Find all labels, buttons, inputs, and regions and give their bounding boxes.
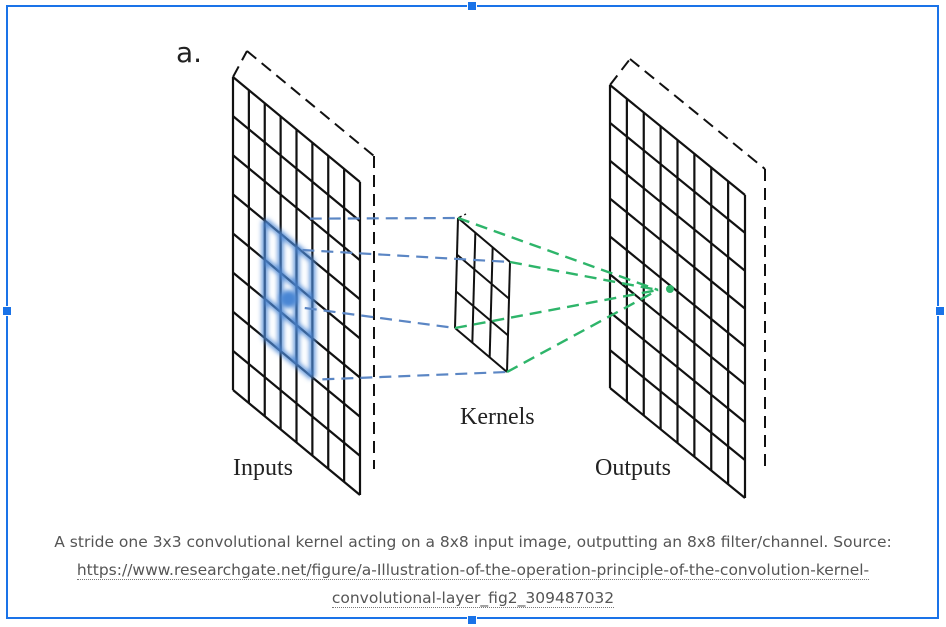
kernel-to-output-line bbox=[454, 288, 659, 330]
depth-edge bbox=[609, 58, 631, 86]
kernel-to-output-line bbox=[506, 288, 659, 374]
grid-line bbox=[454, 327, 508, 373]
connector-lines bbox=[302, 216, 674, 381]
source-link-line1[interactable]: https://www.researchgate.net/figure/a-Il… bbox=[76, 561, 870, 580]
grid-line bbox=[609, 311, 746, 424]
back-plane-edge bbox=[629, 58, 766, 170]
center-pixel-dot bbox=[279, 290, 298, 308]
grid-line bbox=[454, 217, 459, 329]
resize-handle-top[interactable] bbox=[467, 1, 477, 11]
resize-handle-left[interactable] bbox=[2, 306, 12, 316]
source-link-line2[interactable]: convolutional-layer_fig2_309487032 bbox=[331, 589, 615, 608]
panel-label: a. bbox=[176, 36, 202, 69]
inputs-label: Inputs bbox=[233, 455, 293, 481]
grid-line bbox=[609, 273, 746, 386]
kernel-grid bbox=[454, 213, 511, 373]
kernels-label: Kernels bbox=[460, 404, 535, 430]
output-pixel-dot bbox=[666, 285, 674, 293]
kernel-to-output-line bbox=[457, 216, 659, 292]
grid-line bbox=[457, 217, 511, 263]
grid-line bbox=[609, 349, 746, 461]
receptive-field-highlight bbox=[261, 218, 316, 380]
back-plane-edge bbox=[246, 50, 375, 157]
grid-line bbox=[506, 261, 511, 373]
input-to-kernel-line bbox=[309, 216, 459, 220]
grid-line bbox=[232, 389, 361, 496]
resize-handle-bottom[interactable] bbox=[467, 615, 477, 625]
kernel-to-output-line bbox=[509, 260, 659, 292]
grid-line bbox=[456, 253, 510, 300]
caption-text: A stride one 3x3 convolutional kernel ac… bbox=[54, 533, 892, 551]
input-to-kernel-line bbox=[322, 370, 508, 381]
grid-line bbox=[471, 232, 477, 343]
input-to-kernel-line bbox=[302, 248, 511, 264]
depth-edge bbox=[232, 50, 248, 78]
outputs-label: Outputs bbox=[595, 455, 671, 481]
input-grid bbox=[231, 50, 375, 496]
grid-line bbox=[232, 350, 361, 457]
grid-line bbox=[455, 290, 509, 337]
figure-caption: A stride one 3x3 convolutional kernel ac… bbox=[20, 528, 926, 612]
grid-line bbox=[609, 387, 746, 499]
grid-line bbox=[609, 235, 746, 348]
input-to-kernel-line bbox=[304, 306, 456, 330]
resize-handle-right[interactable] bbox=[935, 306, 945, 316]
grid-line bbox=[488, 247, 494, 358]
output-grid bbox=[608, 58, 766, 499]
